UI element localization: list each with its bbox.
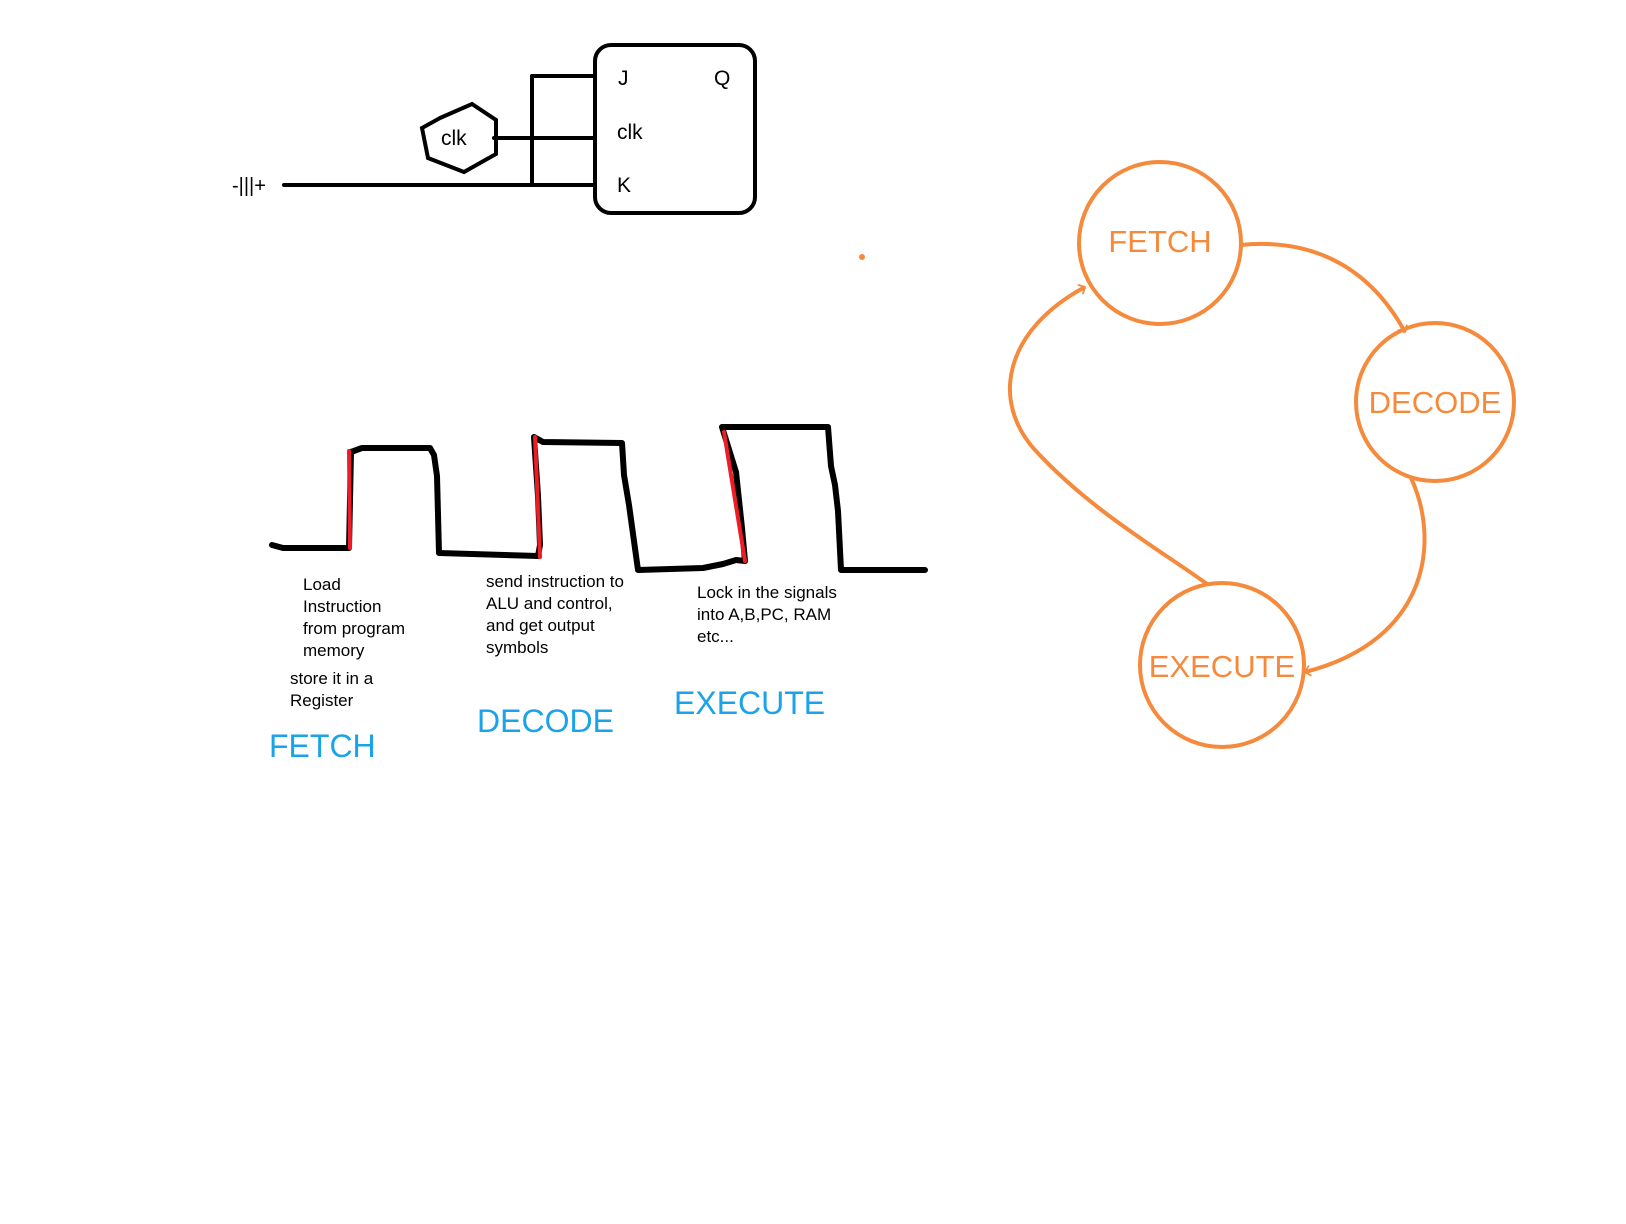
clock-source-label: clk	[441, 127, 467, 150]
rising-edge-highlights	[347, 430, 747, 563]
rising-edge-decode	[533, 435, 542, 559]
clock-waveform	[269, 424, 928, 573]
transition-fetch-to-decode	[1240, 241, 1408, 333]
note-execute: Lock in the signals into A,B,PC, RAM etc…	[697, 583, 837, 646]
state-label-decode: DECODE	[1369, 385, 1502, 420]
clock-source-hexagon	[419, 101, 498, 175]
rising-edge-fetch	[347, 449, 352, 550]
pin-label-clk: clk	[617, 121, 643, 144]
pin-label-k: K	[617, 174, 631, 197]
pin-label-q: Q	[714, 67, 730, 90]
state-circle-execute	[1138, 581, 1306, 749]
battery-label: -|||+	[232, 175, 266, 197]
state-machine	[1007, 160, 1516, 749]
state-label-fetch: FETCH	[1108, 224, 1211, 259]
state-circle-decode	[1354, 321, 1516, 483]
state-label-execute: EXECUTE	[1149, 649, 1295, 684]
phase-label-execute: EXECUTE	[674, 685, 826, 721]
phase-label-fetch: FETCH	[269, 728, 376, 764]
note-fetch-register: store it in a Register	[290, 669, 374, 710]
transition-execute-to-fetch	[1007, 284, 1209, 586]
stray-dot	[859, 254, 865, 260]
jk-flipflop-circuit	[282, 43, 757, 215]
flipflop-box	[593, 43, 757, 215]
rising-edge-execute	[722, 430, 747, 563]
note-fetch: Load Instruction from program memory	[303, 575, 406, 660]
note-decode: send instruction to ALU and control, and…	[486, 572, 624, 657]
transition-decode-to-execute	[1304, 477, 1427, 677]
pin-label-j: J	[618, 67, 629, 90]
phase-label-decode: DECODE	[477, 703, 614, 739]
